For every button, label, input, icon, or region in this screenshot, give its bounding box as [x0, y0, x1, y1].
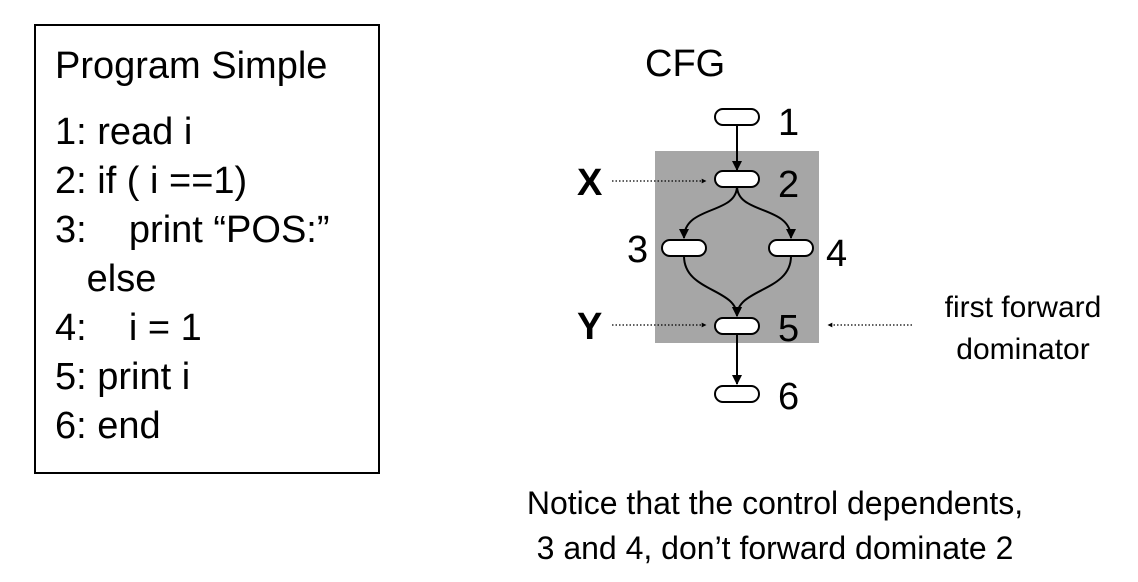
- cfg-node-6: [714, 385, 760, 403]
- code-line-2: 2: if ( i ==1): [55, 160, 248, 202]
- cfg-node-1-label: 1: [778, 102, 800, 144]
- cfg-node-2: [714, 170, 760, 188]
- annotation-line-2: dominator: [956, 333, 1090, 366]
- cfg-node-5: [714, 317, 760, 335]
- cfg-node-3-label: 3: [627, 229, 649, 271]
- cfg-node-1: [714, 108, 760, 126]
- edge-2-3: [679, 185, 738, 239]
- program-listing-box: Program Simple 1: read i 2: if ( i ==1) …: [34, 24, 380, 474]
- code-line-6: 6: end: [55, 405, 161, 447]
- code-line-else: else: [55, 258, 157, 300]
- code-line-4: 4: i = 1: [55, 307, 202, 349]
- code-line-3: 3: print “POS:”: [55, 209, 330, 251]
- code-line-5: 5: print i: [55, 356, 191, 398]
- cfg-node-3: [661, 239, 707, 257]
- cfg-node-2-label: 2: [778, 164, 800, 206]
- cfg-node-4: [768, 239, 814, 257]
- marker-y-label: Y: [577, 306, 603, 348]
- code-line-1: 1: read i: [55, 111, 193, 153]
- marker-x-label: X: [577, 162, 603, 204]
- cfg-node-4-label: 4: [826, 233, 848, 275]
- edge-4-5: [732, 255, 792, 317]
- notice-line-2: 3 and 4, don’t forward dominate 2: [536, 530, 1014, 566]
- program-title: Program Simple: [55, 45, 328, 87]
- edge-2-4: [736, 185, 796, 239]
- cfg-node-6-label: 6: [778, 376, 800, 418]
- notice-line-1: Notice that the control dependents,: [526, 485, 1024, 521]
- annotation-line-1: first forward: [944, 291, 1102, 324]
- cfg-node-5-label: 5: [778, 308, 800, 350]
- cfg-title: CFG: [645, 43, 726, 85]
